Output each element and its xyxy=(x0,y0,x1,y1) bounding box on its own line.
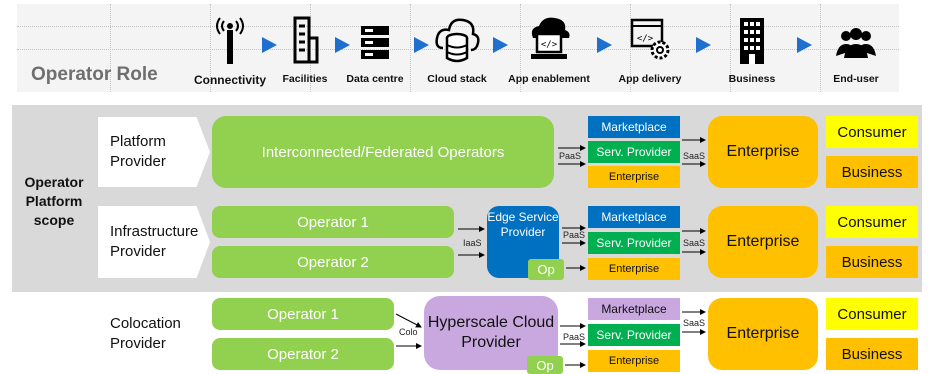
paas-label: PaaS xyxy=(563,332,586,342)
stage-label-cloud-stack: Cloud stack xyxy=(427,73,487,85)
operator-2-box: Operator 2 xyxy=(212,338,394,370)
svg-text:</>: </> xyxy=(637,34,654,44)
enterprise-box: Enterprise xyxy=(708,206,818,278)
stage-label-data-centre: Data centre xyxy=(346,73,404,85)
edge-service-provider-box: Edge Service Provider xyxy=(487,206,559,278)
enterprise-box: Enterprise xyxy=(708,298,818,370)
paas-label: PaaS xyxy=(563,230,586,240)
stage-label-app-enablement: App enablement xyxy=(508,73,590,85)
op-badge: Op xyxy=(528,259,564,280)
stage-arrow-icon xyxy=(597,37,612,53)
server-rack-icon xyxy=(351,12,399,66)
colo-label: Colo xyxy=(399,327,418,337)
stage-label-facilities: Facilities xyxy=(282,73,328,85)
stage-arrow-icon xyxy=(493,37,508,53)
radio-tower-icon xyxy=(206,12,254,66)
operator-1-box: Operator 1 xyxy=(212,298,394,330)
paas-label: PaaS xyxy=(559,151,582,161)
hyperscale-cloud-provider-box: Hyperscale Cloud Provider xyxy=(424,296,558,370)
business-box: Business xyxy=(826,338,918,370)
operator-role-label: Operator Role xyxy=(31,64,158,85)
stage-label-app-delivery: App delivery xyxy=(618,73,682,85)
saas-label: SaaS xyxy=(683,318,706,328)
stage-arrow-icon xyxy=(696,37,711,53)
consumer-box: Consumer xyxy=(826,298,918,330)
interconnected-operators-box: Interconnected/Federated Operators xyxy=(212,116,554,188)
stage-label-end-user: End-user xyxy=(833,73,879,85)
buildings-icon xyxy=(281,12,329,66)
service-provider-box: Serv. Provider xyxy=(588,141,680,163)
stage-label-business: Business xyxy=(728,73,776,85)
op-badge: Op xyxy=(527,356,563,374)
stage-arrow-icon xyxy=(335,37,350,53)
office-building-icon xyxy=(728,12,776,66)
marketplace-box: Marketplace xyxy=(588,116,680,138)
cloud-code-icon: </> xyxy=(525,12,573,66)
stage-arrow-icon xyxy=(414,37,429,53)
consumer-box: Consumer xyxy=(826,206,918,238)
operator-1-box: Operator 1 xyxy=(212,206,454,238)
stage-label-connectivity: Connectivity xyxy=(193,73,266,87)
operator-2-box: Operator 2 xyxy=(212,246,454,278)
business-box: Business xyxy=(826,246,918,278)
service-provider-box: Serv. Provider xyxy=(588,232,680,254)
service-provider-box: Serv. Provider xyxy=(588,324,680,346)
marketplace-box: Marketplace xyxy=(588,206,680,228)
iaas-label: IaaS xyxy=(463,238,482,248)
colocation-provider-label: Colocation Provider xyxy=(98,298,210,370)
enterprise-service-box: Enterprise xyxy=(588,350,680,372)
business-box: Business xyxy=(826,156,918,188)
enterprise-service-box: Enterprise xyxy=(588,258,680,280)
infrastructure-provider-label: Infrastructure Provider xyxy=(98,206,210,278)
marketplace-box: Marketplace xyxy=(588,298,680,320)
stage-arrow-icon xyxy=(797,37,812,53)
platform-provider-label: Platform Provider xyxy=(98,117,210,187)
svg-text:</>: </> xyxy=(541,40,558,50)
saas-label: SaaS xyxy=(683,151,706,161)
stage-arrow-icon xyxy=(262,37,277,53)
users-icon xyxy=(832,12,880,66)
consumer-box: Consumer xyxy=(826,116,918,148)
cloud-database-icon xyxy=(433,12,481,66)
enterprise-service-box: Enterprise xyxy=(588,166,680,188)
code-window-gear-icon: </> xyxy=(626,12,674,66)
saas-label: SaaS xyxy=(683,238,706,248)
operator-platform-scope-label: Operator Platform scope xyxy=(24,174,84,228)
enterprise-box: Enterprise xyxy=(708,116,818,188)
